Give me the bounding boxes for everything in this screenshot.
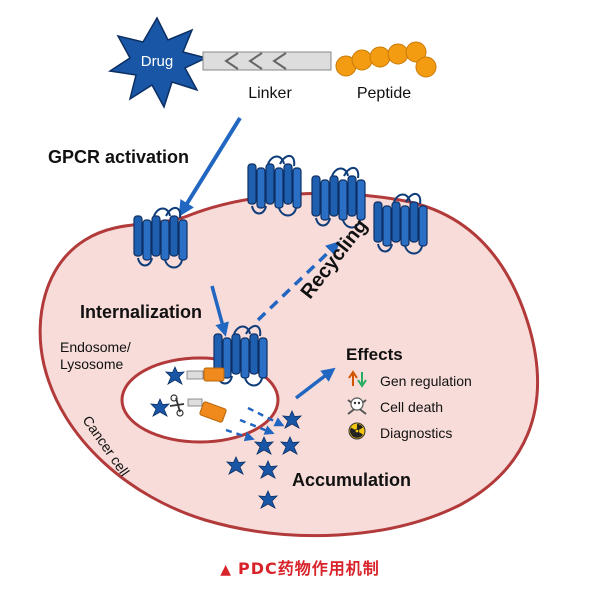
- internalization-label: Internalization: [80, 302, 202, 322]
- recycling-arrow: [256, 241, 341, 322]
- endosome-contents: [150, 366, 227, 423]
- linker-label: Linker: [248, 85, 292, 102]
- peptide-chain-icon: [335, 41, 437, 78]
- effects-title: Effects: [346, 345, 403, 364]
- linker-icon: [202, 51, 332, 71]
- figure-caption: ▲ PDC药物作用机制: [0, 555, 600, 579]
- caption-triangle-icon: ▲: [220, 562, 232, 578]
- endosome-label-line2: Lysosome: [60, 356, 124, 372]
- accumulation-label: Accumulation: [292, 470, 411, 490]
- radiation-icon: [348, 422, 366, 440]
- internalization-arrow: [210, 285, 229, 337]
- caption-text: PDC药物作用机制: [238, 559, 380, 578]
- skull-crossbones-icon: [347, 397, 367, 415]
- drug-star-icon: [107, 16, 209, 109]
- effects-arrow: [294, 367, 336, 400]
- gpcr-activation-label: GPCR activation: [48, 147, 189, 167]
- effect-gen-regulation: Gen regulation: [380, 373, 472, 389]
- up-down-arrows-icon: [348, 370, 367, 388]
- drug-label: Drug: [141, 53, 174, 70]
- activation-arrow: [178, 116, 242, 217]
- release-arrows: [225, 406, 285, 442]
- endosome-label-line1: Endosome/: [60, 339, 131, 355]
- effect-cell-death: Cell death: [380, 399, 443, 415]
- peptide-label: Peptide: [357, 85, 411, 102]
- effect-diagnostics: Diagnostics: [380, 425, 452, 441]
